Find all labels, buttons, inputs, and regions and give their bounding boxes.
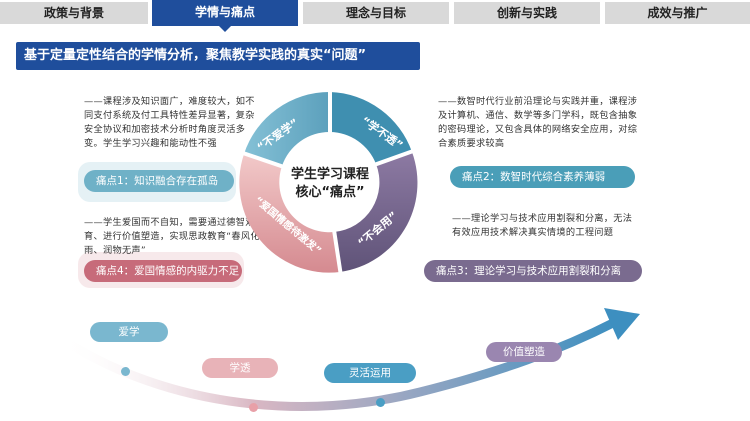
top-tab-bar: 政策与背景 学情与痛点 理念与目标 创新与实践 成效与推广 (0, 0, 750, 32)
stage-dot-1 (121, 367, 130, 376)
stage-dot-3 (376, 398, 385, 407)
ring-segment-xue-bu-tou (330, 92, 412, 164)
pain-point-ring-diagram: 学生学习课程 核心“痛点” “不爱学” “学不透” “不会用” “爱国情感待激发… (239, 88, 418, 277)
pain-point-1-desc: ——课程涉及知识面广，难度较大，如不同支付系统及付工具特性差异显著，复杂安全协议… (84, 96, 255, 149)
ring-segment-ai-guo (239, 154, 340, 273)
stage-ling-huo-yun-yong: 灵活运用 (324, 363, 416, 383)
ring-center-line1: 学生学习课程 (291, 166, 369, 182)
ring-center-line2: 核心“痛点” (295, 184, 364, 200)
pain-point-2-panel: ——数智时代行业前沿理论与实践并重，课程涉及计算机、通信、数学等多门学科，既包含… (438, 95, 638, 151)
pain-point-1-label: 痛点1：知识融合存在孤岛 (84, 170, 234, 192)
stage-jia-zhi-su-zao: 价值塑造 (486, 342, 562, 362)
ring-segment-bu-ai-xue (244, 91, 330, 166)
tab-concept-goals[interactable]: 理念与目标 (303, 2, 449, 24)
pain-point-4-desc: ——学生爱国而不自知，需要通过德智双育、进行价值塑造，实现思政教育“春风化雨、润… (84, 217, 260, 256)
tab-innovation-practice[interactable]: 创新与实践 (454, 2, 600, 24)
tab-learning-painpoints[interactable]: 学情与痛点 (152, 0, 298, 32)
pain-point-4-label: 痛点4：爱国情感的内驱力不足 (84, 260, 242, 282)
section-headline: 基于定量定性结合的学情分析，聚焦教学实践的真实“问题” (16, 42, 420, 70)
pain-point-1-panel: ——课程涉及知识面广，难度较大，如不同支付系统及付工具特性差异显著，复杂安全协议… (84, 95, 264, 151)
stage-ai-xue: 爱学 (90, 322, 168, 342)
growth-curve (55, 308, 640, 411)
pain-point-3-label: 痛点3：理论学习与技术应用割裂和分离 (424, 260, 642, 282)
pain-point-3-panel: ——理论学习与技术应用割裂和分离，无法有效应用技术解决真实情境的工程问题 (452, 212, 638, 240)
stage-xue-tou: 学透 (202, 358, 278, 378)
pain-point-3-desc: ——理论学习与技术应用割裂和分离，无法有效应用技术解决真实情境的工程问题 (452, 213, 633, 238)
pain-point-2-label: 痛点2：数智时代综合素养薄弱 (450, 166, 635, 188)
pain-point-4-panel: ——学生爱国而不自知，需要通过德智双育、进行价值塑造，实现思政教育“春风化雨、润… (84, 216, 264, 258)
tab-policy-background[interactable]: 政策与背景 (0, 2, 148, 24)
stage-dot-2 (249, 403, 258, 412)
ring-segment-bu-hui-yong (334, 152, 418, 272)
tab-results-promotion[interactable]: 成效与推广 (605, 2, 750, 24)
pain-point-2-desc: ——数智时代行业前沿理论与实践并重，课程涉及计算机、通信、数学等多门学科，既包含… (438, 96, 638, 149)
